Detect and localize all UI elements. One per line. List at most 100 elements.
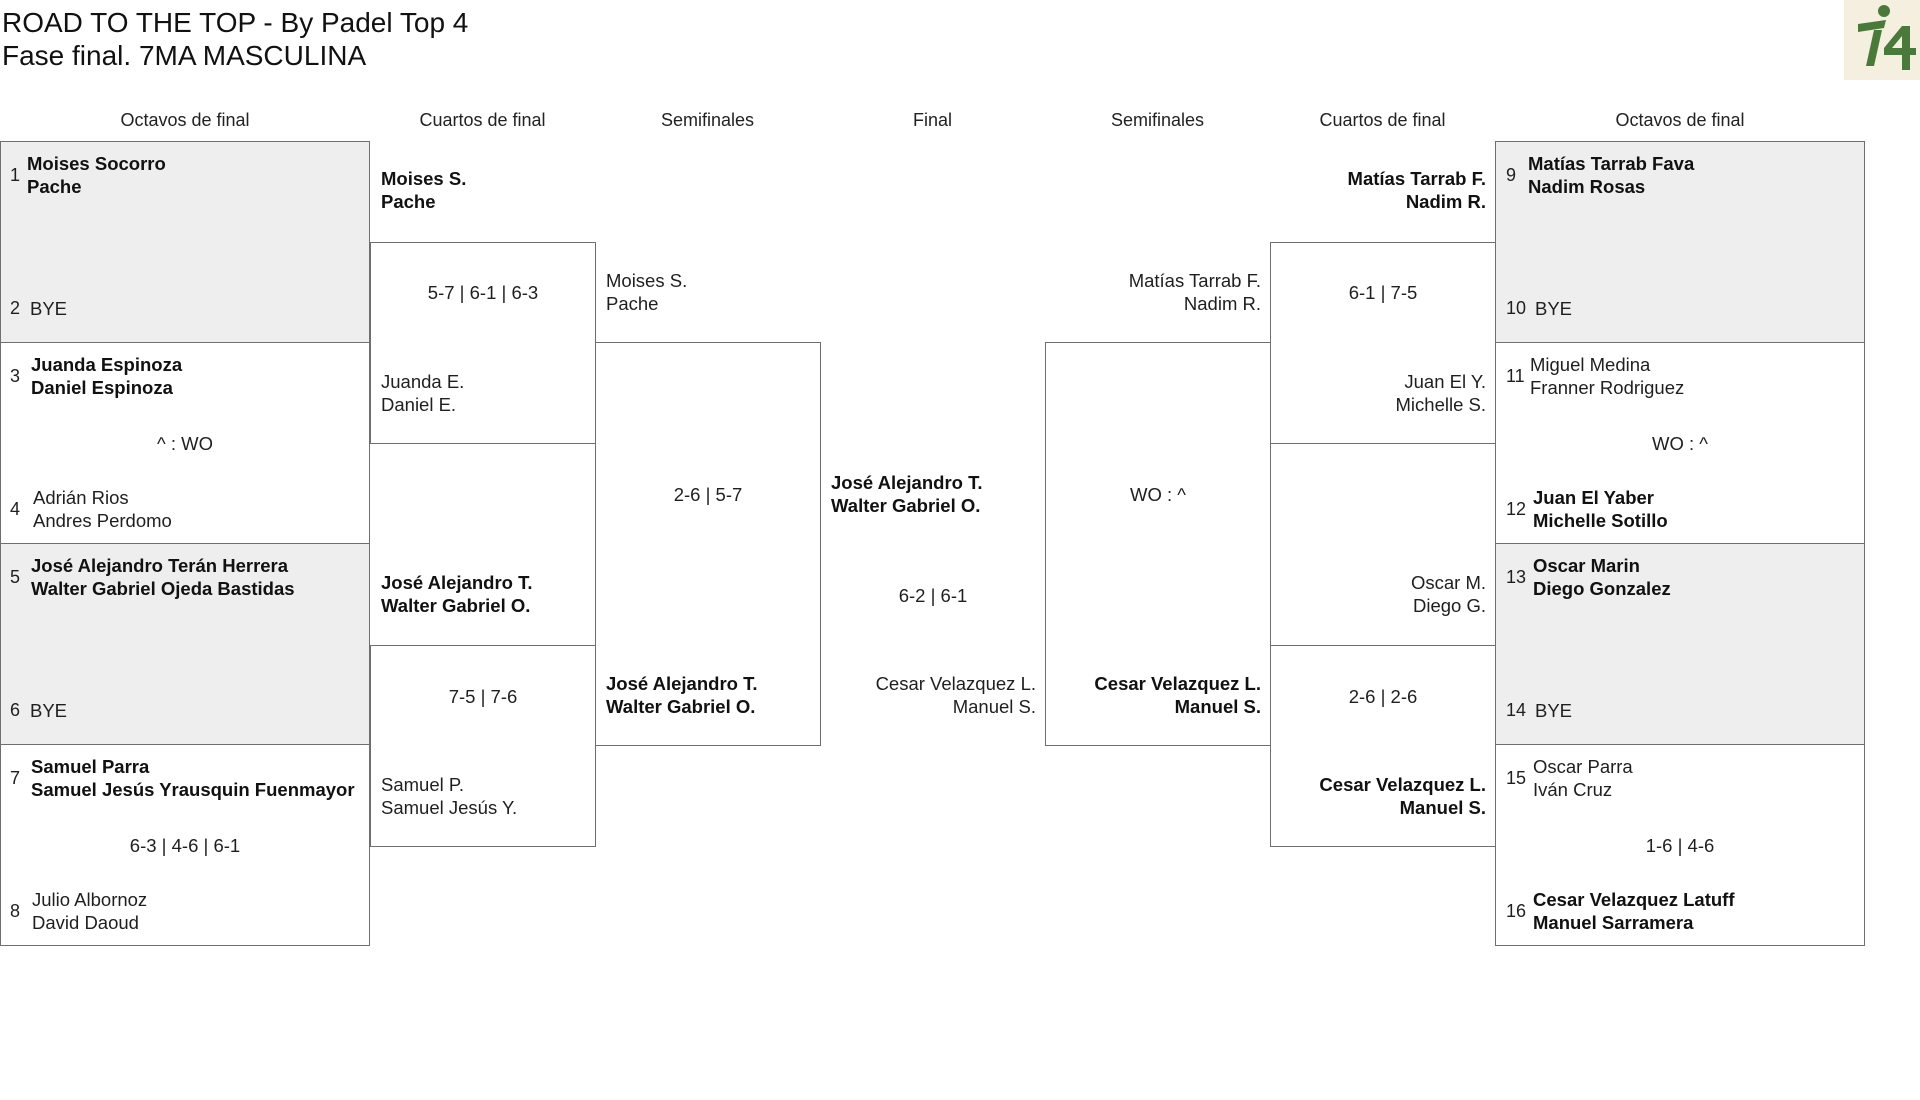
round-label-left-r16: Octavos de final <box>120 110 250 130</box>
seed-number: 1 <box>10 165 21 185</box>
seed-number: 5 <box>10 567 21 587</box>
player-name: Nadim Rosas <box>1528 176 1646 197</box>
player-name: David Daoud <box>32 912 139 933</box>
player-name: Walter Gabriel O. <box>606 696 756 717</box>
player-name: Franner Rodriguez <box>1530 377 1685 398</box>
match-score: ^ : WO <box>157 433 213 454</box>
seed-number: 13 <box>1506 567 1527 587</box>
player-name: Samuel P. <box>381 774 464 795</box>
round-label-right-r16: Octavos de final <box>1615 110 1745 130</box>
match-score: 2-6 | 2-6 <box>1348 686 1418 707</box>
player-name: Diego G. <box>1412 595 1486 616</box>
player-name: José Alejandro T. <box>606 673 758 694</box>
seed-number: 7 <box>10 768 21 788</box>
player-name: Adrián Rios <box>33 487 129 508</box>
logo-icon <box>1858 5 1916 70</box>
champion-name: Walter Gabriel O. <box>831 495 981 516</box>
seed-number: 12 <box>1506 499 1527 519</box>
match-box-left-r16-4 <box>0 744 370 946</box>
player-name: Cesar Velazquez L. <box>1319 774 1486 795</box>
match-box-left-sf <box>595 342 821 746</box>
player-name: Juan El Yaber <box>1533 487 1654 508</box>
player-name: Walter Gabriel O. <box>381 595 531 616</box>
seed-number: 8 <box>10 901 21 921</box>
player-name: Andres Perdomo <box>33 510 172 531</box>
player-name: Pache <box>381 191 436 212</box>
seed-number: 11 <box>1506 366 1525 386</box>
seed-number: 3 <box>10 366 21 386</box>
bye-label: BYE <box>1535 298 1573 319</box>
player-name: Manuel S. <box>952 696 1036 717</box>
player-name: Michelle Sotillo <box>1533 510 1668 531</box>
player-name: Samuel Jesús Yrausquin Fuenmayor <box>31 779 355 800</box>
match-score: 2-6 | 5-7 <box>673 484 743 505</box>
player-name: Manuel S. <box>1174 696 1261 717</box>
padel-top4-logo <box>1844 0 1920 80</box>
round-label-left-sf: Semifinales <box>660 110 755 130</box>
player-name: José Alejandro T. <box>381 572 533 593</box>
player-name: Moises S. <box>381 168 467 189</box>
seed-number: 2 <box>10 298 21 318</box>
player-name: Pache <box>606 293 659 314</box>
player-name: Michelle S. <box>1395 394 1486 415</box>
seed-number: 15 <box>1506 768 1527 788</box>
match-score: 6-1 | 7-5 <box>1348 282 1418 303</box>
seed-number: 6 <box>10 700 21 720</box>
player-name: Iván Cruz <box>1533 779 1613 800</box>
match-box-right-r16-1 <box>1495 141 1865 343</box>
player-name: Moises Socorro <box>27 153 166 174</box>
match-box-left-qf-2 <box>370 645 596 847</box>
player-name: Nadim R. <box>1405 191 1486 212</box>
match-score: 7-5 | 7-6 <box>448 686 518 707</box>
player-name: José Alejandro Terán Herrera <box>31 555 289 576</box>
bye-label: BYE <box>30 298 68 319</box>
player-name: Matías Tarrab F. <box>1347 168 1486 189</box>
page-subtitle: Fase final. 7MA MASCULINA <box>2 40 367 71</box>
player-name: Cesar Velazquez L. <box>1094 673 1261 694</box>
bye-label: BYE <box>30 700 68 721</box>
round-label-right-qf: Cuartos de final <box>1319 110 1446 130</box>
seed-number: 9 <box>1506 165 1517 185</box>
match-score: 5-7 | 6-1 | 6-3 <box>427 282 539 303</box>
champion-name: José Alejandro T. <box>831 472 983 493</box>
match-box-left-r16-3 <box>0 543 370 745</box>
page-title: ROAD TO THE TOP - By Padel Top 4 <box>2 7 469 38</box>
player-name: Nadim R. <box>1183 293 1261 314</box>
match-score: 6-3 | 4-6 | 6-1 <box>129 835 241 856</box>
player-name: Diego Gonzalez <box>1533 578 1671 599</box>
seed-number: 4 <box>10 499 21 519</box>
round-label-right-sf: Semifinales <box>1110 110 1205 130</box>
player-name: Moises S. <box>606 270 688 291</box>
match-box-right-sf <box>1045 342 1271 746</box>
player-name: Juanda E. <box>381 371 465 392</box>
match-score: WO : ^ <box>1652 433 1708 454</box>
bye-label: BYE <box>1535 700 1573 721</box>
player-name: Juan El Y. <box>1404 371 1486 392</box>
seed-number: 10 <box>1506 298 1527 318</box>
player-name: Miguel Medina <box>1530 354 1651 375</box>
round-label-final: Final <box>912 110 952 130</box>
player-name: Samuel Parra <box>31 756 150 777</box>
match-score: 1-6 | 4-6 <box>1645 835 1715 856</box>
player-name: Matías Tarrab F. <box>1128 270 1261 291</box>
player-name: Juanda Espinoza <box>31 354 183 375</box>
player-name: Oscar M. <box>1410 572 1486 593</box>
seed-number: 16 <box>1506 901 1527 921</box>
seed-number: 14 <box>1506 700 1527 720</box>
player-name: Cesar Velazquez Latuff <box>1533 889 1735 910</box>
player-name: Matías Tarrab Fava <box>1528 153 1695 174</box>
player-name: Manuel Sarramera <box>1533 912 1694 933</box>
match-score: WO : ^ <box>1130 484 1186 505</box>
player-name: Cesar Velazquez L. <box>875 673 1036 694</box>
match-box-left-r16-1 <box>0 141 370 343</box>
player-name: Julio Albornoz <box>32 889 148 910</box>
player-name: Manuel S. <box>1399 797 1486 818</box>
round-label-left-qf: Cuartos de final <box>419 110 546 130</box>
player-name: Pache <box>27 176 82 197</box>
player-name: Oscar Parra <box>1533 756 1633 777</box>
player-name: Oscar Marin <box>1533 555 1640 576</box>
final-score: 6-2 | 6-1 <box>898 585 968 606</box>
match-box-right-r16-4 <box>1495 744 1865 946</box>
player-name: Samuel Jesús Y. <box>381 797 518 818</box>
player-name: Walter Gabriel Ojeda Bastidas <box>31 578 295 599</box>
